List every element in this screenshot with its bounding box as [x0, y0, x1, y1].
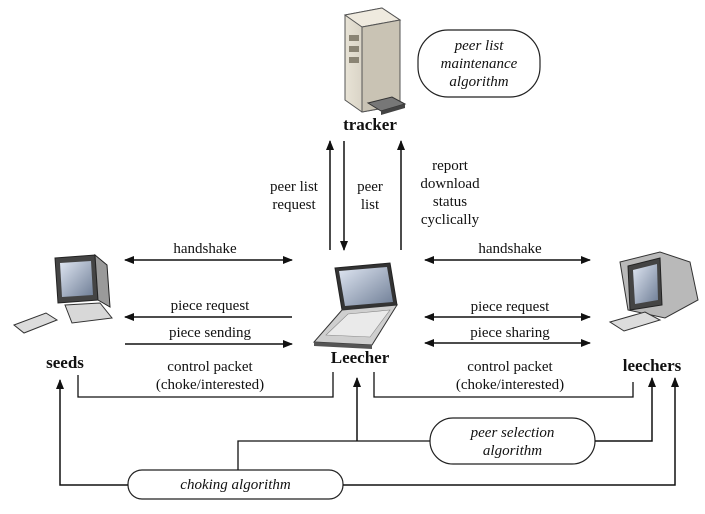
left-piece-request-label: piece request	[170, 298, 250, 314]
leecher-label: Leecher	[330, 348, 390, 367]
leecher-laptop-icon	[312, 262, 398, 349]
left-control-packet-label: control packet (choke/interested)	[155, 359, 265, 393]
peer-selection-label: peer selection algorithm	[470, 425, 555, 459]
seeds-label: seeds	[46, 353, 84, 372]
report-label: report download status cyclically	[420, 158, 480, 228]
peer-list-maintenance-label: peer list maintenance algorithm	[440, 38, 518, 90]
tracker-label: tracker	[343, 115, 397, 134]
right-control-packet-label: control packet (choke/interested)	[455, 359, 565, 393]
peer-list-label: peer list	[357, 179, 383, 213]
arrow-choking-to-seeds	[56, 379, 128, 486]
left-handshake-label: handshake	[173, 241, 237, 257]
choking-algorithm-label: choking algorithm	[180, 477, 291, 493]
right-handshake-label: handshake	[478, 241, 542, 257]
connector-right-control	[373, 372, 634, 398]
leechers-computer-icon	[608, 251, 699, 332]
right-piece-sharing-label: piece sharing	[470, 325, 550, 341]
connector-peer-selection	[237, 440, 430, 470]
arrow-peer-selection-to-leechers	[595, 377, 656, 442]
peer-list-request-label: peer list request	[270, 179, 318, 213]
connector-left-control	[77, 372, 334, 398]
right-piece-request-label: piece request	[470, 299, 550, 315]
arrow-choking-to-leechers	[343, 377, 679, 486]
leechers-label: leechers	[622, 356, 682, 375]
tracker-server-icon	[343, 7, 407, 115]
peer-list-maintenance-pill	[417, 29, 541, 98]
left-piece-sending-label: piece sending	[168, 325, 252, 341]
seeds-computer-icon	[13, 253, 113, 334]
